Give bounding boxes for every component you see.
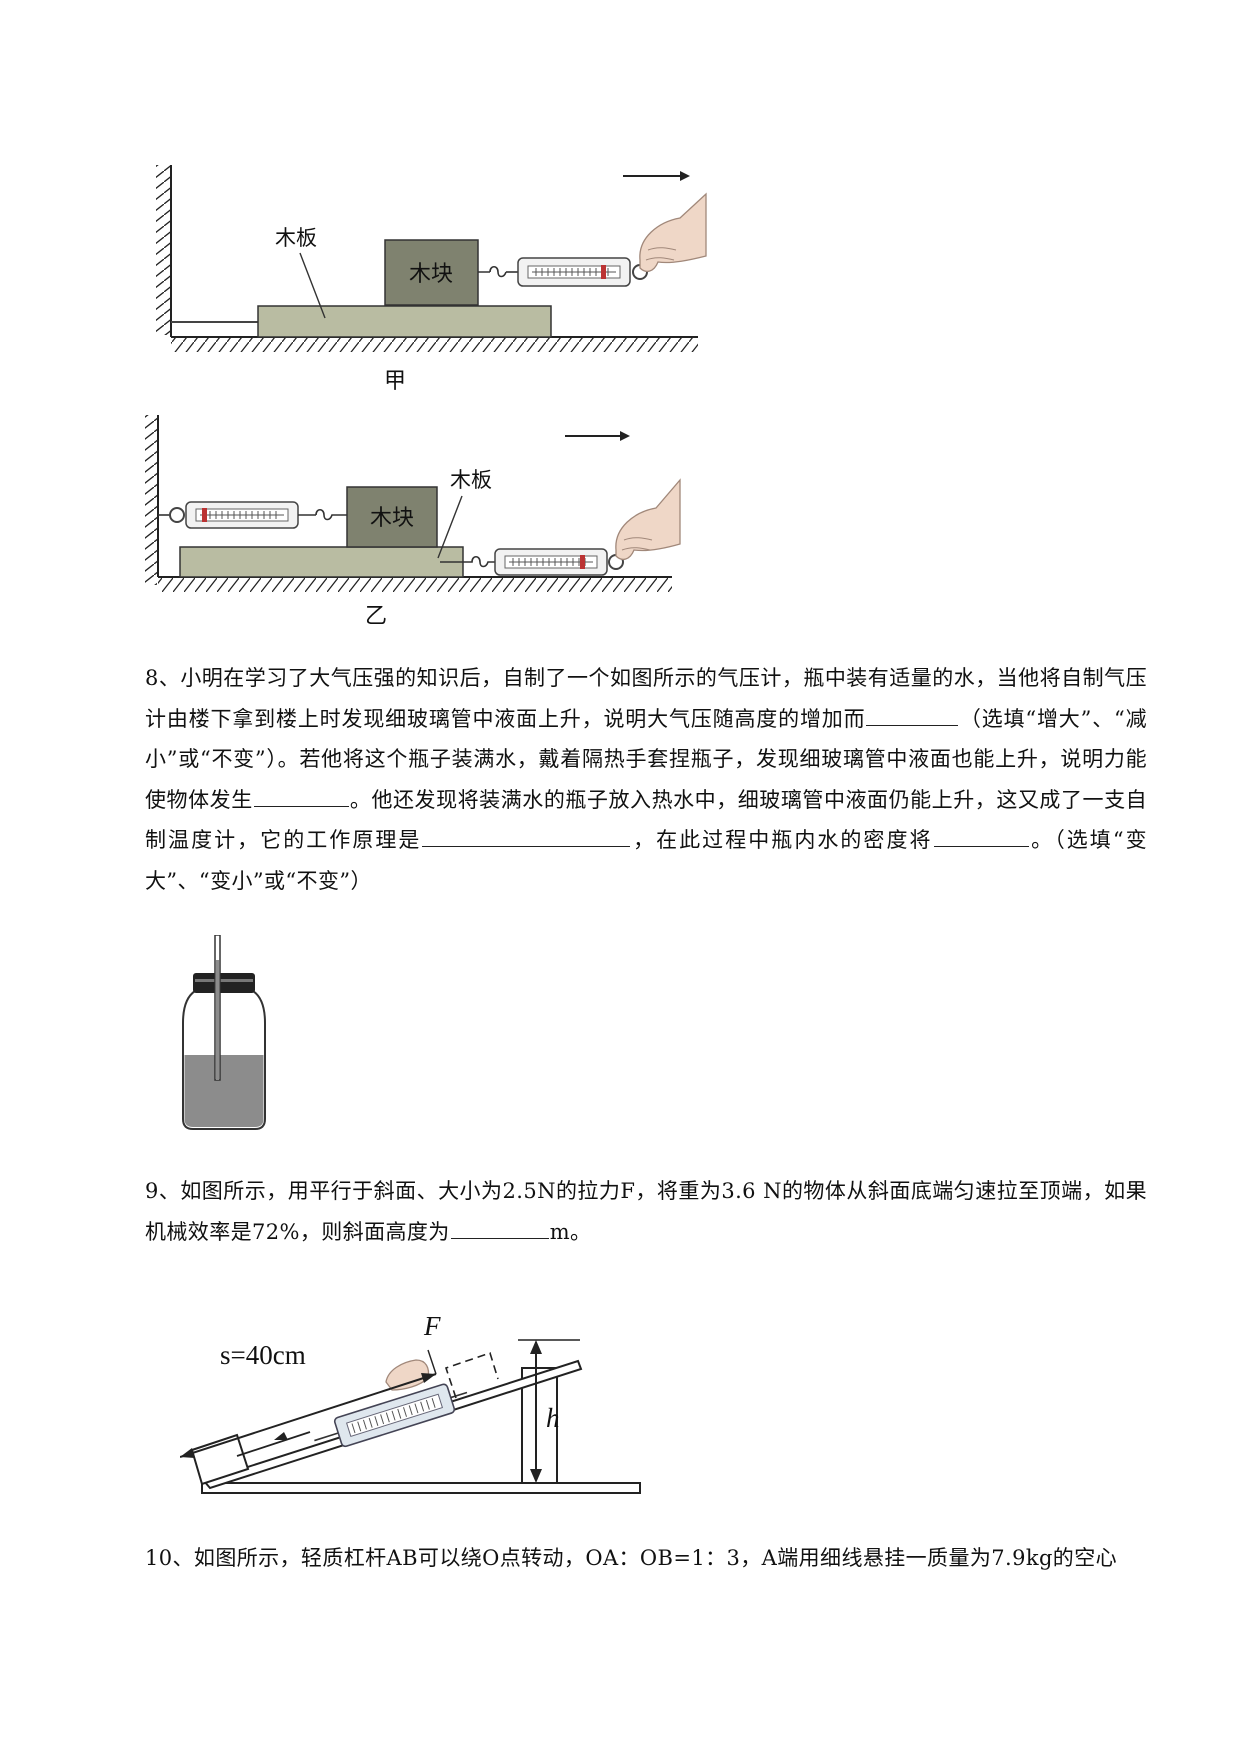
question-8: 8、小明在学习了大气压强的知识后，自制了一个如图所示的气压计，瓶中装有适量的水，… [145,658,1147,901]
answer-blank[interactable] [866,701,959,726]
question-text: 如图所示，轻质杠杆AB可以绕O点转动，OA：OB=1：3，A端用细线悬挂一质量为… [193,1546,1118,1570]
board [179,546,464,578]
spring-scale [314,1383,468,1448]
question-number: 10、 [145,1546,194,1570]
barometer-bottle-figure [182,935,266,1130]
figure-caption: 甲 [384,369,406,394]
pull-arrow [274,1432,288,1440]
figure-caption: 乙 [365,604,387,629]
question-text: （选填“增大”、“减小”或“不变”）。若他将这个瓶子装满水，戴着隔热手套捏瓶子，… [145,706,1147,812]
bottle-stopper [193,973,255,993]
wall-hatch [145,415,157,585]
board-label-pointer [437,495,463,559]
incline-figure: s=40cm F h [180,1311,641,1494]
pull-string [236,1431,311,1457]
board-label: 木板 [450,468,492,492]
figure-jia: 木块 木板 甲 [156,165,707,394]
question-9: 9、如图所示，用平行于斜面、大小为2.5N的拉力F，将重为3.6 N的物体从斜面… [145,1171,1147,1252]
question-10: 10、如图所示，轻质杠杆AB可以绕O点转动，OA：OB=1：3，A端用细线悬挂一… [145,1538,1147,1579]
hook [478,265,507,278]
spring-scale [517,257,648,287]
final-position-outline [444,1351,499,1399]
question-text: 小明在学习了大气压强的知识后，自制了一个如图所示的气压计，瓶中装有适量的水，当他… [145,666,1147,731]
answer-blank[interactable] [253,782,349,807]
block [384,239,479,306]
question-text: m。 [549,1219,592,1244]
answer-blank[interactable] [422,822,631,847]
question-text: 。（选填“变大”、“变小”或“不变”） [145,828,1147,893]
answer-blank[interactable] [450,1214,549,1239]
question-text: 。他还发现将装满水的瓶子放入热水中，细玻璃管中液面仍能上升，这又成了一支自制温度… [145,787,1148,853]
ground-hatch [171,338,698,352]
ground-hatch [158,578,672,592]
question-text: 如图所示，用平行于斜面、大小为2.5N的拉力F，将重为3.6 N的物体从斜面底端… [145,1179,1147,1244]
s-dimension-arrow [180,1373,437,1458]
hand [385,1359,430,1391]
hand [639,192,707,273]
spring-scale-fixed [169,501,299,529]
figure-yi: 木块 木板 乙 [145,415,681,629]
bottle-water [184,1055,264,1127]
f-label: F [423,1311,441,1341]
question-number: 8、 [145,666,181,690]
board-label-pointer [299,252,326,319]
board-hook [440,555,495,568]
block-label: 木块 [409,262,453,287]
incline-support [521,1367,558,1484]
object-block [190,1433,250,1486]
h-label: h [546,1403,560,1433]
board-label: 木板 [275,226,317,250]
answer-blank[interactable] [933,822,1029,847]
incline-base [201,1482,641,1494]
question-number: 9、 [145,1179,181,1203]
block [346,486,438,548]
spring-scale-pulled [494,548,624,576]
s-label: s=40cm [220,1340,306,1370]
question-text: ，在此过程中瓶内水的密度将 [631,828,933,852]
board [257,305,552,338]
wall-hatch [156,165,170,335]
block-label: 木块 [370,506,414,531]
hook [298,508,347,521]
hand [615,478,681,561]
